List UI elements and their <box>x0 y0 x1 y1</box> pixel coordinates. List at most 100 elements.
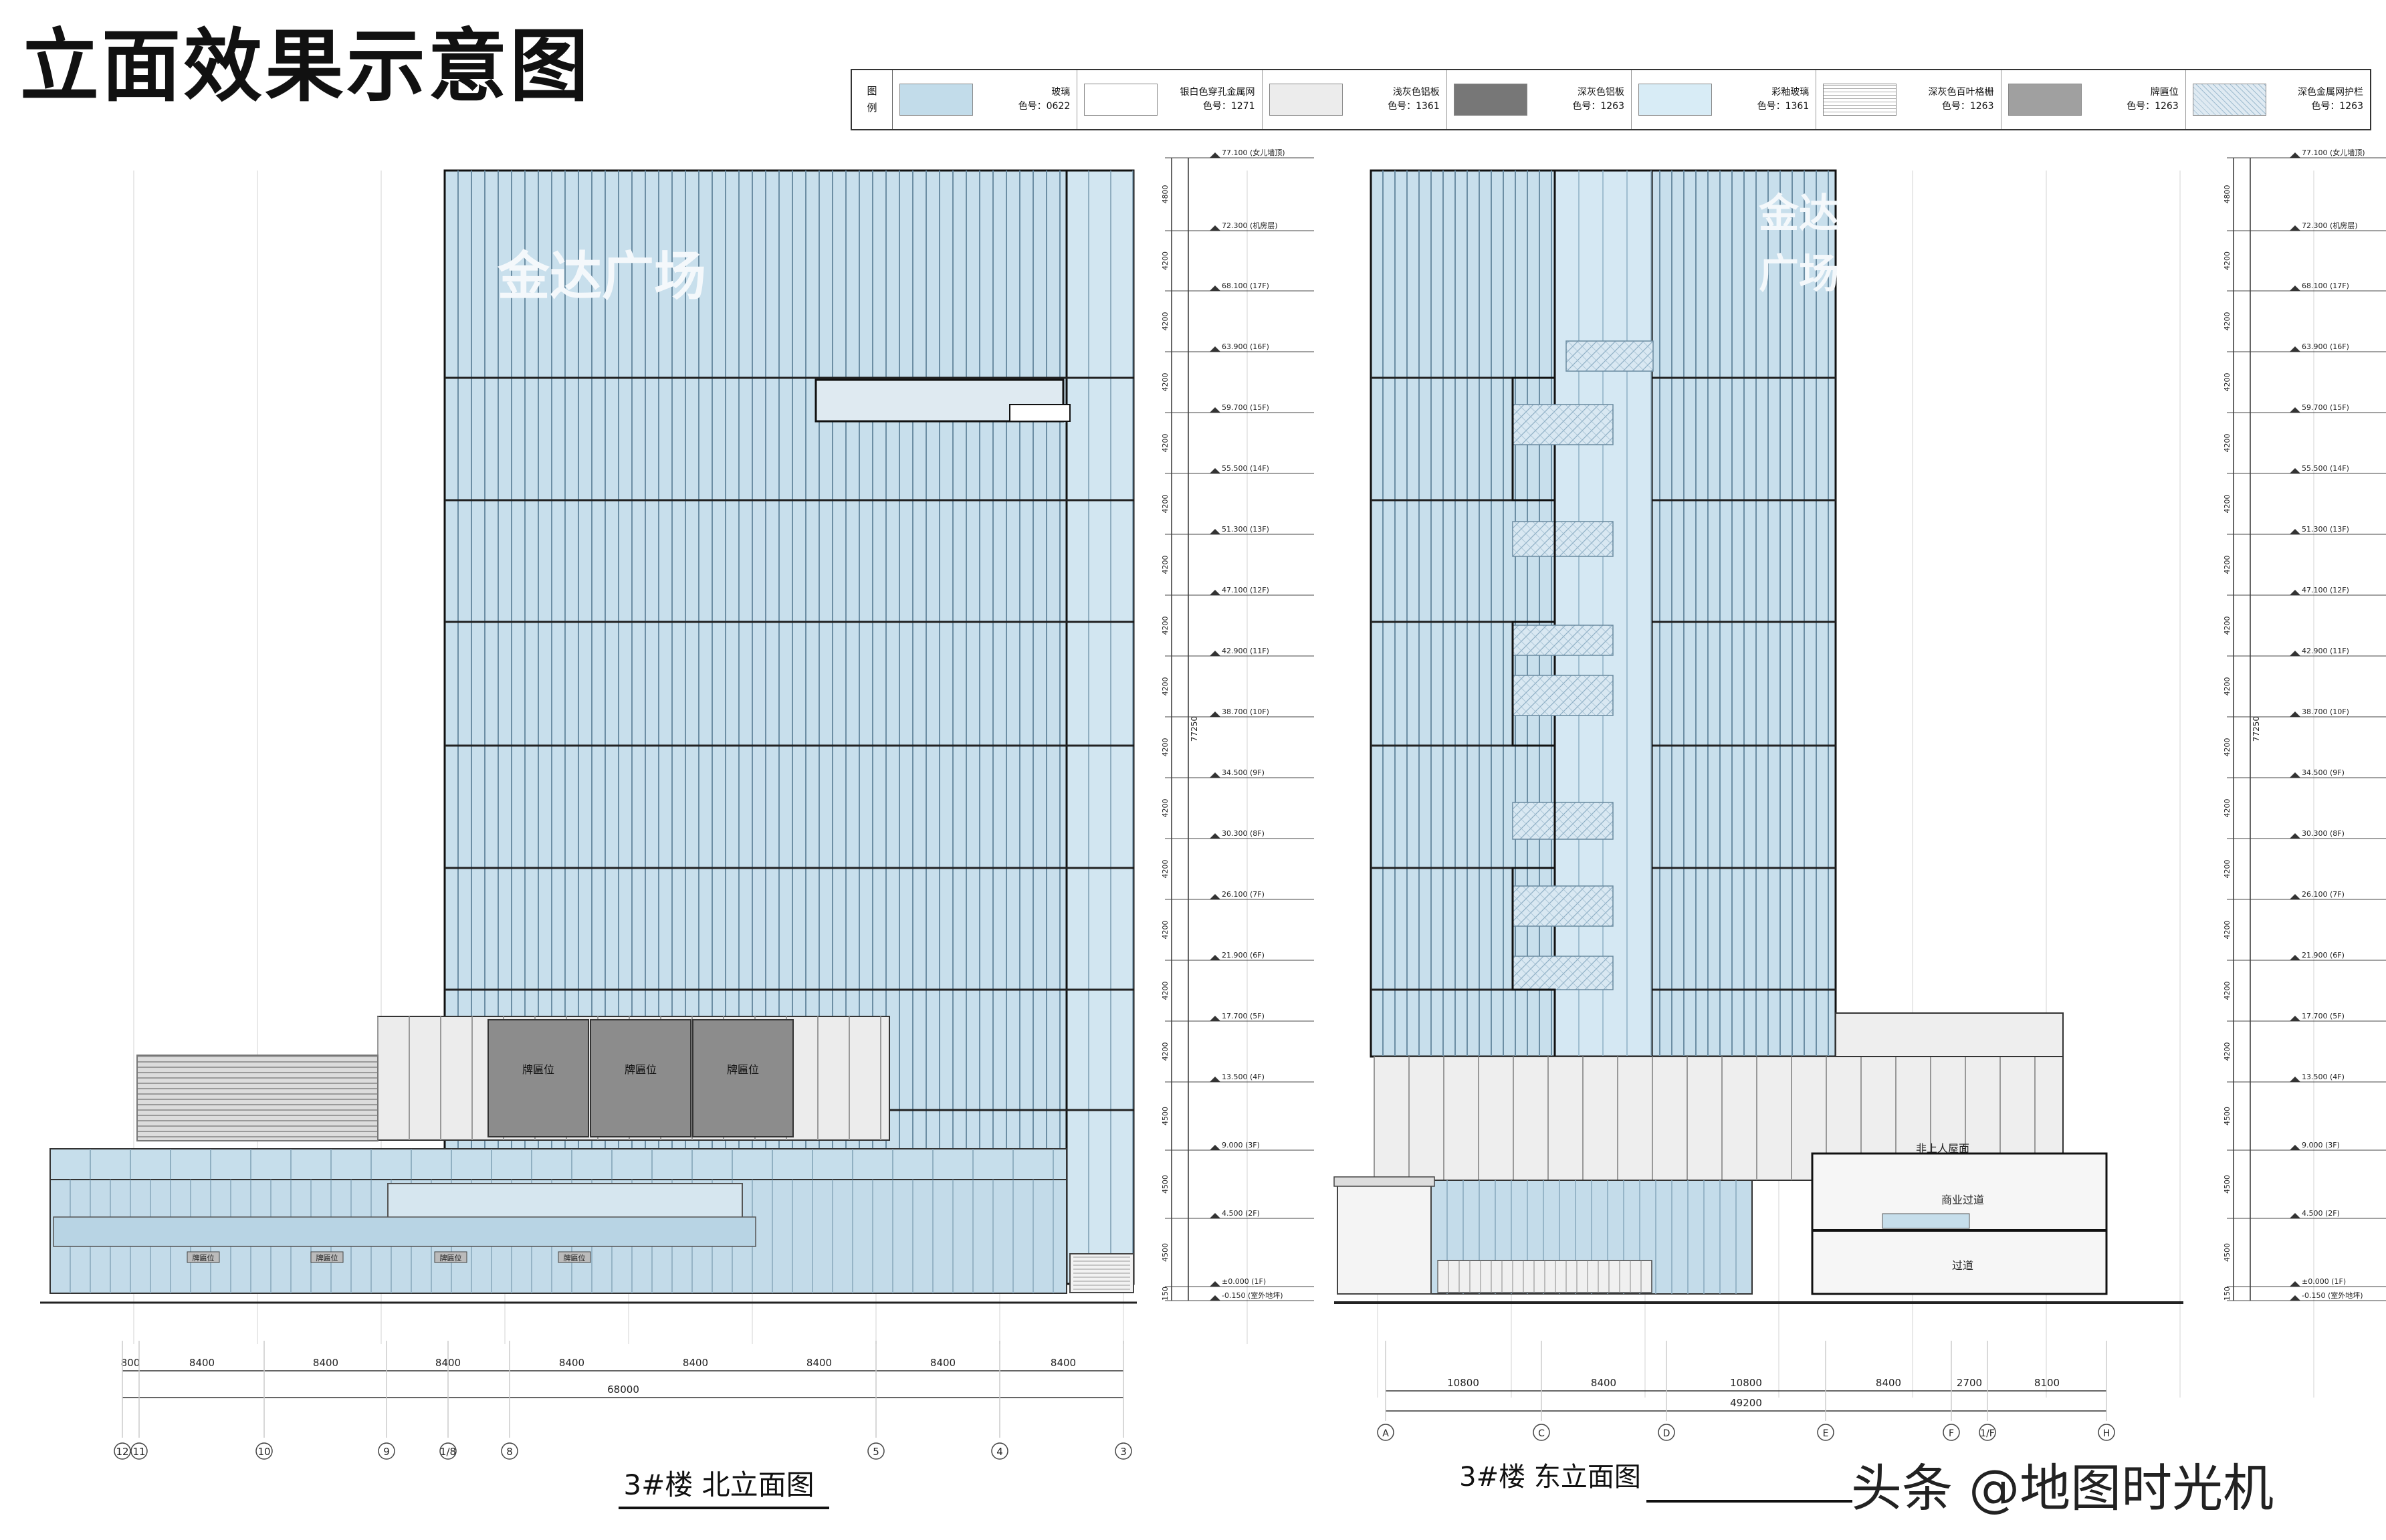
legend-item-plaque: 牌匾位色号：1263 <box>2001 70 2186 129</box>
north-elevation: 金达广场牌匾位牌匾位牌匾位牌匾位牌匾位牌匾位牌匾位 <box>40 169 1137 1304</box>
north-level-label: 9.000 (3F) <box>1222 1141 1260 1149</box>
north-dim-value: 8400 <box>806 1357 832 1369</box>
east-level-label: 68.100 (17F) <box>2302 282 2349 290</box>
east-axis-bubble <box>1377 1424 1394 1441</box>
plaque-panel <box>692 1019 794 1137</box>
mesh-railing <box>1512 625 1614 656</box>
east-level-spacing: 4200 <box>2223 860 2232 879</box>
east-level-marker <box>2290 152 2300 158</box>
east-building-sign: 金达 <box>1759 191 1839 237</box>
legend-swatch <box>1453 84 1527 116</box>
plaque-label: 牌匾位 <box>625 1063 657 1076</box>
plaque-panel <box>487 1019 589 1137</box>
plaque-label: 牌匾位 <box>727 1063 759 1076</box>
east-axis-label: 1/F <box>1980 1428 1995 1439</box>
north-dim-value: 8400 <box>189 1357 215 1369</box>
east-level-spacing: 4200 <box>2223 434 2232 453</box>
north-level-marker <box>1210 152 1220 158</box>
legend-name: 银白色穿孔金属网 <box>1180 87 1255 98</box>
east-dim-value: 10800 <box>1447 1377 1479 1389</box>
north-level-spacing: 4200 <box>1161 982 1170 1000</box>
east-level-marker <box>2290 1213 2300 1218</box>
north-level-label: 21.900 (6F) <box>1222 951 1265 960</box>
north-dim-value: 8400 <box>683 1357 708 1369</box>
north-axis-label: 5 <box>873 1446 879 1458</box>
east-level-spacing: 4200 <box>2223 495 2232 514</box>
mesh-railing <box>1512 521 1614 557</box>
east-dim-value: 8400 <box>1591 1377 1616 1389</box>
east-level-marker <box>2290 1145 2300 1150</box>
north-level-label: 34.500 (9F) <box>1222 768 1265 777</box>
bay-outline <box>1511 171 1556 1057</box>
north-level-spacing: 4200 <box>1161 799 1170 818</box>
north-elevation-title: 3#楼 北立面图 <box>623 1468 814 1501</box>
legend-name: 彩釉玻璃 <box>1771 87 1810 98</box>
east-canopy <box>1333 1176 1435 1187</box>
legend-item-light-gray-panel: 浅灰色铝板色号：1361 <box>1263 70 1447 129</box>
mesh-railing <box>1565 340 1654 372</box>
east-level-label: 21.900 (6F) <box>2302 951 2345 960</box>
north-axis-bubble <box>867 1442 885 1460</box>
east-axis-bubble <box>1817 1424 1834 1441</box>
east-level-spacing: 4500 <box>2223 1243 2232 1262</box>
east-level-label: 38.700 (10F) <box>2302 707 2349 716</box>
legend-name: 深色金属网护栏 <box>2298 87 2363 98</box>
north-level-spacing: 4200 <box>1161 312 1170 331</box>
legend: 图 例 玻璃色号：0622 银白色穿孔金属网色号：1271 浅灰色铝板色号：13… <box>851 69 2371 130</box>
east-level-label: 77.100 (女儿墙顶) <box>2302 148 2365 157</box>
north-level-label: 38.700 (10F) <box>1222 707 1269 716</box>
north-level-label: 55.500 (14F) <box>1222 464 1269 473</box>
east-axis-label: C <box>1538 1428 1545 1439</box>
section-label-corridor: 商业过道 <box>1941 1194 1984 1206</box>
small-plaque-label: 牌匾位 <box>193 1253 215 1262</box>
north-level-marker <box>1210 1281 1220 1287</box>
east-axis-bubble <box>2098 1424 2115 1441</box>
east-level-label: 47.100 (12F) <box>2302 586 2349 594</box>
east-dim-value: 2700 <box>1957 1377 1982 1389</box>
north-level-marker <box>1210 1077 1220 1082</box>
east-level-label: 42.900 (11F) <box>2302 647 2349 655</box>
watermark: 头条 @地图时光机 <box>1851 1458 2274 1518</box>
east-axis-bubble <box>1979 1424 1996 1441</box>
east-level-marker <box>2290 894 2300 899</box>
east-level-marker <box>2290 1016 2300 1021</box>
east-level-spacing: 4200 <box>2223 921 2232 940</box>
north-level-spacing: 4200 <box>1161 434 1170 453</box>
north-level-marker <box>1210 468 1220 473</box>
east-level-label: -0.150 (室外地坪) <box>2302 1291 2363 1300</box>
legend-swatch <box>2008 84 2082 116</box>
north-level-spacing: 4200 <box>1161 495 1170 514</box>
north-level-label: 77.100 (女儿墙顶) <box>1222 148 1285 157</box>
north-dim-value: 800 <box>121 1357 140 1369</box>
east-dim-value: 8400 <box>1876 1377 1901 1389</box>
east-level-label: 51.300 (13F) <box>2302 525 2349 534</box>
north-level-label: -0.150 (室外地坪) <box>1222 1291 1283 1300</box>
north-axis-label: 3 <box>1120 1446 1127 1458</box>
east-level-marker <box>2290 346 2300 352</box>
legend-name: 深灰色铝板 <box>1578 87 1624 98</box>
north-dim-value: 8400 <box>1051 1357 1076 1369</box>
north-level-marker <box>1210 955 1220 960</box>
east-level-marker <box>2290 286 2300 291</box>
east-axis-label: E <box>1823 1428 1829 1439</box>
north-level-marker <box>1210 651 1220 656</box>
legend-header: 图 例 <box>852 70 893 129</box>
east-level-spacing: 150 <box>2223 1287 2232 1301</box>
north-axis-bubble <box>1115 1442 1132 1460</box>
east-level-spacing: 4200 <box>2223 1042 2232 1061</box>
east-level-spacing: 4200 <box>2223 738 2232 757</box>
north-level-spacing: 4200 <box>1161 860 1170 879</box>
north-dim-value: 8400 <box>313 1357 338 1369</box>
north-level-label: ±0.000 (1F) <box>1222 1277 1266 1286</box>
east-level-label: ±0.000 (1F) <box>2302 1277 2346 1286</box>
east-level-spacing: 4800 <box>2223 185 2232 204</box>
page-title: 立面效果示意图 <box>20 20 592 112</box>
east-upper-podium <box>1835 1012 2064 1057</box>
north-axis-label: 1/8 <box>440 1446 456 1458</box>
east-level-label: 55.500 (14F) <box>2302 464 2349 473</box>
north-podium-band-upper <box>49 1148 1067 1180</box>
north-level-label: 17.700 (5F) <box>1222 1012 1265 1020</box>
east-level-label: 30.300 (8F) <box>2302 829 2345 838</box>
north-level-label: 47.100 (12F) <box>1222 586 1269 594</box>
